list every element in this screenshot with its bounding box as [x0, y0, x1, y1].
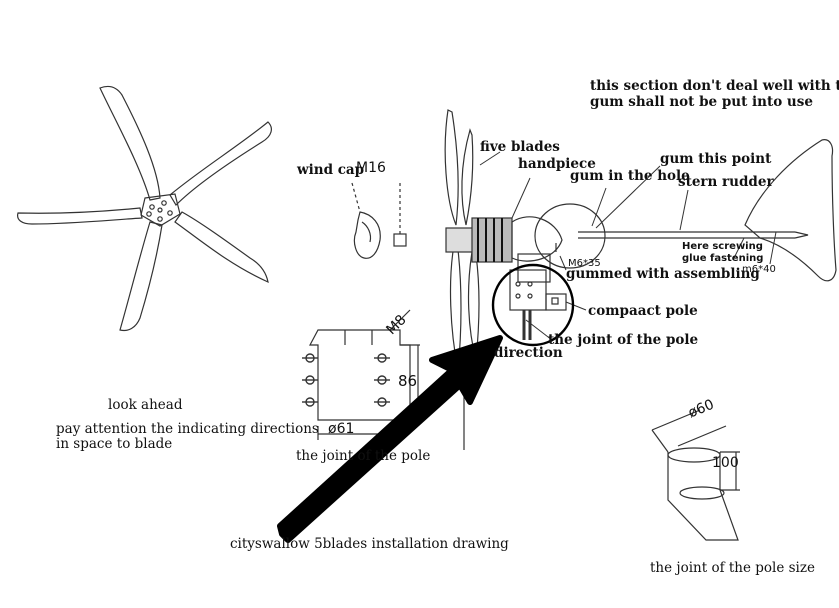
pay-attention-line-2: in space to blade [56, 436, 173, 452]
look-ahead-label: look ahead [108, 397, 183, 413]
joint-of-pole-top-label: the joint of the pole [548, 332, 699, 348]
gum-this-point-label: gum this point [660, 151, 772, 167]
five-blades-label: five blades [480, 139, 560, 155]
m6-40-label: m6*40 [742, 264, 776, 275]
joint-highlight-circle [491, 263, 575, 347]
glue-fastening-label: glue fastening [682, 253, 764, 264]
m6-35-label: M6*35 [568, 258, 601, 269]
m16-label: M16 [356, 160, 386, 176]
wind-cap-label: wind cap [297, 162, 365, 178]
compact-pole-detail [545, 293, 567, 311]
rotor-five-blades [17, 85, 272, 332]
dim-100-label: 100 [712, 455, 739, 471]
wind-cap-part [351, 182, 381, 259]
dim-86-label: 86 [398, 372, 418, 390]
pole-size-detail [651, 409, 740, 541]
drawing-caption: cityswallow 5blades installation drawing [230, 536, 509, 552]
direction-label: direction [494, 345, 563, 361]
warning-line-1: this section don't deal well with the [590, 78, 839, 94]
direction-arrow [277, 335, 503, 543]
joint-of-pole-bottom-label: the joint of the pole [296, 448, 431, 464]
warning-line-2: gum shall not be put into use [590, 94, 813, 110]
stern-rudder-label: stern rudder [678, 174, 774, 190]
gummed-with-assembling-label: gummed with assembling [566, 266, 760, 282]
leader-lines [479, 151, 777, 341]
m16-nut [393, 183, 407, 247]
handpiece-label: handpiece [518, 156, 596, 172]
here-screwing-label: Here screwing [682, 241, 763, 252]
pay-attention-line-1: pay attention the indicating directions [56, 421, 319, 437]
gum-in-the-hole-label: gum in the hole [570, 168, 690, 184]
dim-61-label: ø61 [328, 421, 355, 437]
pole-size-caption: the joint of the pole size [650, 560, 815, 576]
tail-boom-and-rudder [578, 139, 837, 282]
compact-pole-label: compaact pole [588, 303, 698, 319]
